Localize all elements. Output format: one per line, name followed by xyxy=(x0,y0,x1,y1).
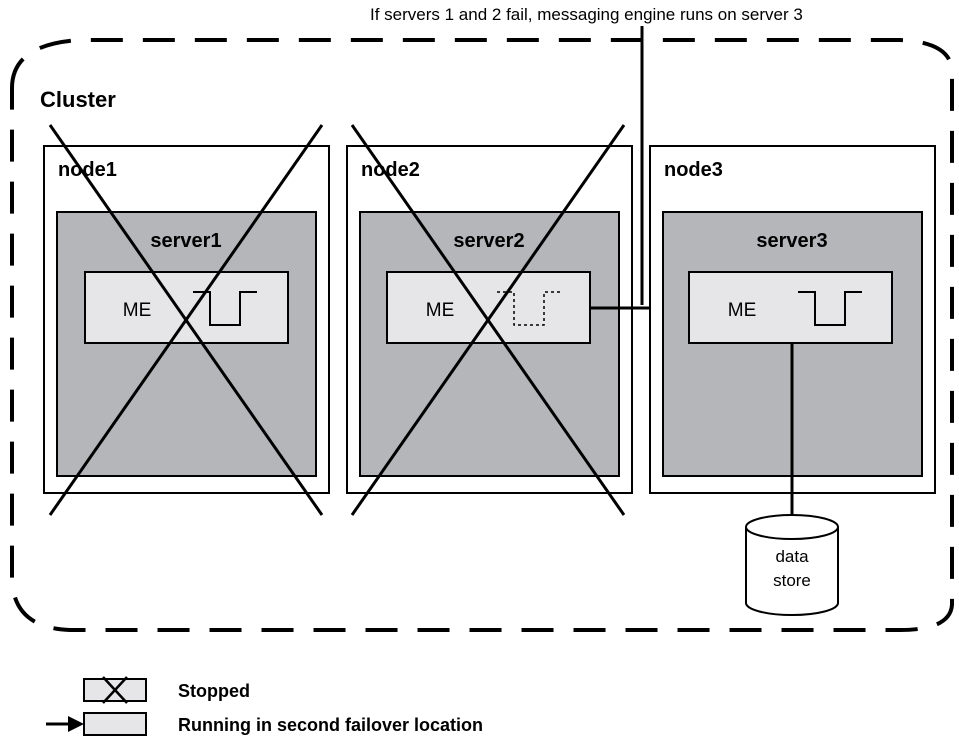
legend-running-swatch xyxy=(83,712,147,736)
legend-stopped-label: Stopped xyxy=(178,681,250,701)
legend: Stopped Running in second failover locat… xyxy=(46,676,483,736)
legend-running-arrowhead xyxy=(68,716,84,732)
queue-icon-2 xyxy=(497,291,561,326)
legend-running-label: Running in second failover location xyxy=(178,715,483,735)
messaging-engine-2-label: ME xyxy=(426,300,455,321)
server-3-label: server3 xyxy=(756,230,827,252)
stopped-cross-1b xyxy=(48,124,324,516)
messaging-engine-3 xyxy=(688,271,893,344)
server-2-label: server2 xyxy=(453,230,524,252)
messaging-engine-2 xyxy=(386,271,591,344)
failover-annotation: If servers 1 and 2 fail, messaging engin… xyxy=(370,5,803,24)
stopped-cross-2b xyxy=(350,124,626,516)
cluster-boundary xyxy=(10,38,954,632)
messaging-engine-3-label: ME xyxy=(728,300,757,321)
messaging-engine-1-label: ME xyxy=(123,300,152,321)
datastore-top xyxy=(745,514,839,540)
legend-stopped-cross-b xyxy=(102,676,128,704)
datastore-cylinder: data store xyxy=(745,514,839,616)
node-2: node2 server2 ME xyxy=(346,124,633,516)
server-1-label: server1 xyxy=(150,230,221,252)
datastore-label-line2: store xyxy=(773,571,811,590)
node-2-label: node2 xyxy=(361,159,420,181)
node-1-label: node1 xyxy=(58,159,117,181)
cluster-label: Cluster xyxy=(40,87,116,112)
queue-icon-3 xyxy=(798,291,862,326)
node-3-label: node3 xyxy=(664,159,723,181)
datastore-label-line1: data xyxy=(775,547,809,566)
datastore-body xyxy=(745,527,839,616)
node-1: node1 server1 ME xyxy=(43,124,330,516)
messaging-engine-1 xyxy=(84,271,289,344)
